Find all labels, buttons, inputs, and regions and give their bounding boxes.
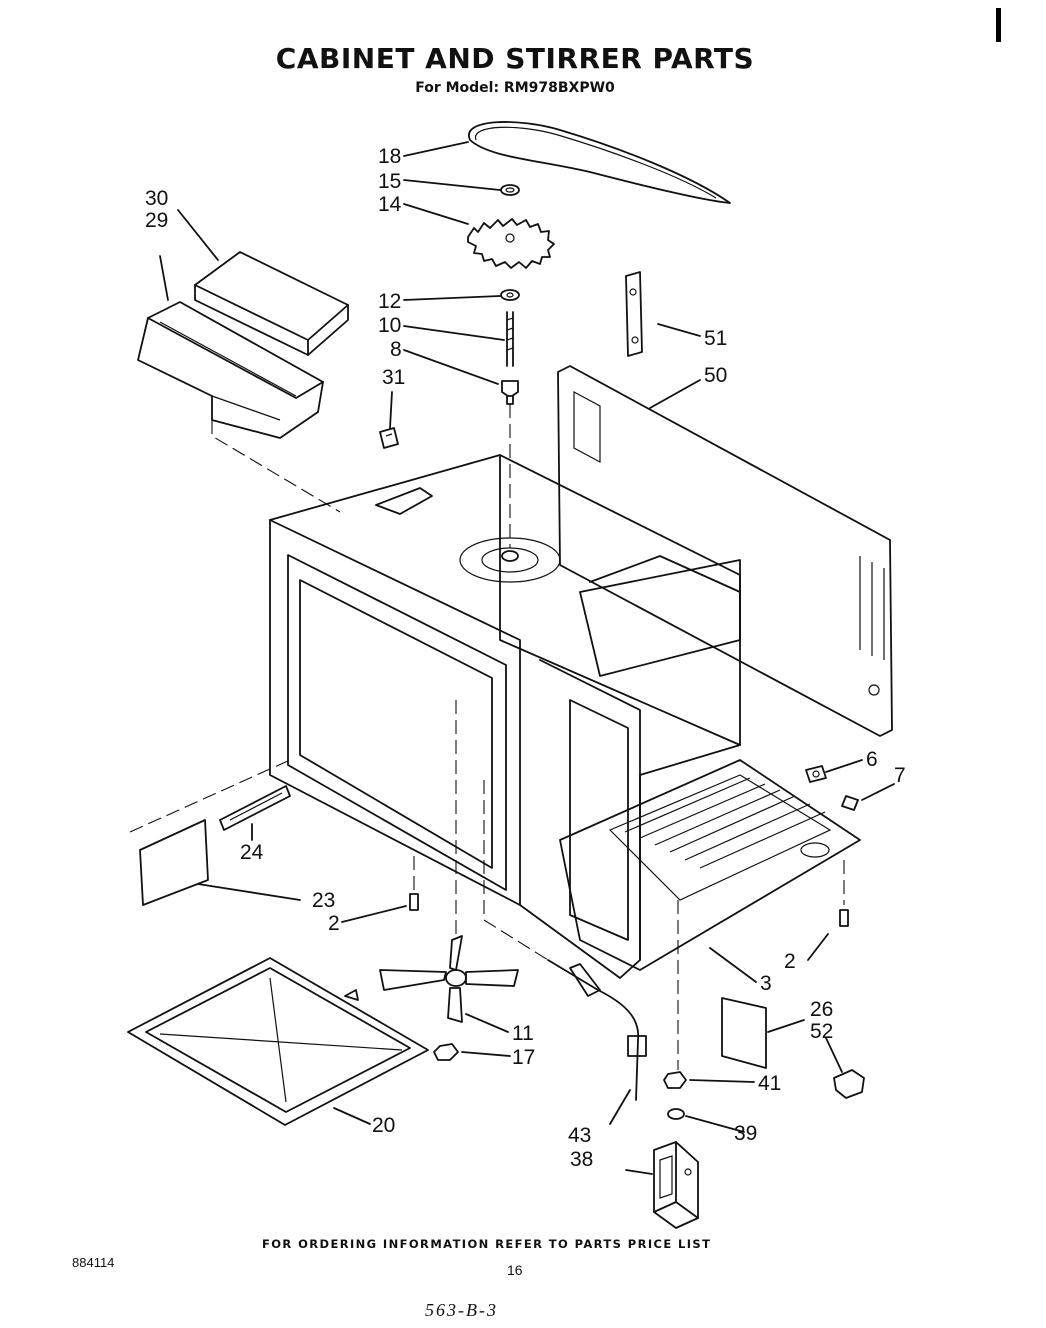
callout-43: 43 (568, 1124, 591, 1147)
callout-10: 10 (378, 314, 401, 337)
document-code: 884114 (72, 1255, 115, 1270)
callout-6: 6 (866, 748, 878, 771)
part-back-panel-50 (557, 365, 893, 737)
callout-18: 18 (378, 145, 401, 168)
callout-11: 11 (512, 1022, 534, 1045)
part-clip-31 (379, 427, 399, 449)
part-fastener-6 (805, 765, 827, 783)
part-washer-15 (500, 184, 520, 196)
callout-8: 8 (390, 338, 402, 361)
callout-50: 50 (704, 364, 727, 387)
callout-39: 39 (734, 1122, 757, 1145)
callout-52: 52 (810, 1020, 833, 1043)
callout-38: 38 (570, 1148, 593, 1171)
part-screw-7 (841, 795, 859, 811)
callout-29: 29 (145, 209, 168, 232)
part-stirrer-motor-38 (653, 900, 699, 1229)
callout-7: 7 (894, 764, 906, 787)
part-switch-plate-51 (625, 271, 643, 357)
part-connector-52 (833, 1069, 865, 1099)
part-bottom-tray-20 (127, 957, 429, 1126)
callout-2-right: 2 (784, 950, 796, 973)
callout-14: 14 (378, 193, 402, 216)
part-panel-26 (721, 997, 767, 1069)
callout-26: 26 (810, 998, 833, 1021)
part-base-plate-3 (559, 759, 861, 971)
part-bracket-24 (219, 785, 291, 831)
part-screws-2 (409, 856, 849, 927)
callout-23: 23 (312, 889, 335, 912)
callout-15: 15 (378, 170, 401, 193)
part-belt (468, 121, 731, 204)
handwritten-reference: 563-B-3 (425, 1300, 498, 1320)
part-nut-17 (433, 1043, 459, 1061)
part-cover-23 (129, 759, 291, 906)
callout-labels: 18 15 14 30 29 12 10 8 31 51 50 6 7 24 2… (145, 145, 906, 1171)
part-stirrer-14 (467, 218, 555, 269)
part-fan-11 (379, 700, 519, 1023)
callout-51: 51 (704, 327, 727, 350)
page-edge-mark (996, 8, 1001, 42)
part-shaft-assembly (500, 289, 520, 405)
model-subtitle: For Model: RM978BXPW0 (415, 80, 615, 96)
part-air-duct (137, 251, 349, 513)
callout-24: 24 (240, 841, 264, 864)
callout-3: 3 (760, 972, 772, 995)
part-wire-43 (483, 780, 647, 1101)
callout-12: 12 (378, 290, 401, 313)
callout-17: 17 (512, 1046, 535, 1069)
callout-30: 30 (145, 187, 168, 210)
callout-31: 31 (382, 366, 405, 389)
ordering-note: FOR ORDERING INFORMATION REFER TO PARTS … (262, 1237, 712, 1251)
callout-2-left: 2 (328, 912, 340, 935)
callout-20: 20 (372, 1114, 395, 1137)
leader-lines (159, 141, 895, 1175)
part-cabinet (269, 404, 741, 979)
callout-41: 41 (758, 1072, 781, 1095)
page-title: CABINET AND STIRRER PARTS (275, 42, 755, 75)
page-number: 16 (507, 1262, 523, 1278)
